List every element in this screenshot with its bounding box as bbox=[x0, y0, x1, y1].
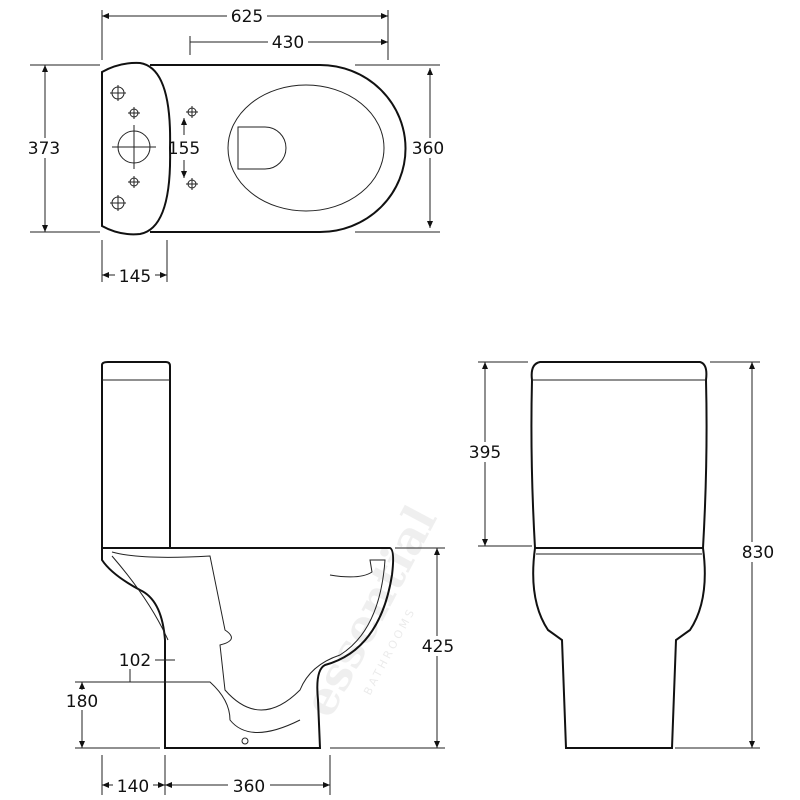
dim-overall-width: 373 bbox=[28, 139, 60, 159]
dim-outlet-diameter: 102 bbox=[119, 651, 151, 671]
dim-pan-height: 425 bbox=[422, 637, 454, 657]
dim-cistern-depth: 145 bbox=[119, 267, 151, 287]
plan-view: 625 430 373 360 155 145 bbox=[22, 5, 452, 287]
dim-outlet-height: 180 bbox=[66, 692, 98, 712]
cistern-side bbox=[101, 361, 171, 548]
bowl-opening bbox=[227, 84, 385, 212]
dim-pan-length: 430 bbox=[272, 33, 304, 53]
dim-fixing-centres: 155 bbox=[168, 139, 200, 159]
pan-front bbox=[532, 547, 706, 749]
flush-hole-icon bbox=[112, 125, 156, 169]
fixing-holes bbox=[110, 85, 198, 211]
pan-outline bbox=[150, 64, 407, 233]
cistern-outline bbox=[101, 61, 172, 236]
dim-cistern-height: 395 bbox=[469, 443, 501, 463]
dim-overall-length: 625 bbox=[231, 7, 263, 27]
side-view: 425 180 102 140 360 bbox=[62, 361, 460, 797]
dim-pan-width: 360 bbox=[412, 139, 444, 159]
dim-overall-height: 830 bbox=[742, 543, 774, 563]
cistern-front bbox=[530, 361, 708, 549]
seat-fixing-slot bbox=[237, 126, 287, 170]
front-view: 395 830 bbox=[463, 361, 782, 749]
dim-cistern-offset: 140 bbox=[117, 777, 149, 797]
dim-outlet-to-front: 360 bbox=[233, 777, 265, 797]
